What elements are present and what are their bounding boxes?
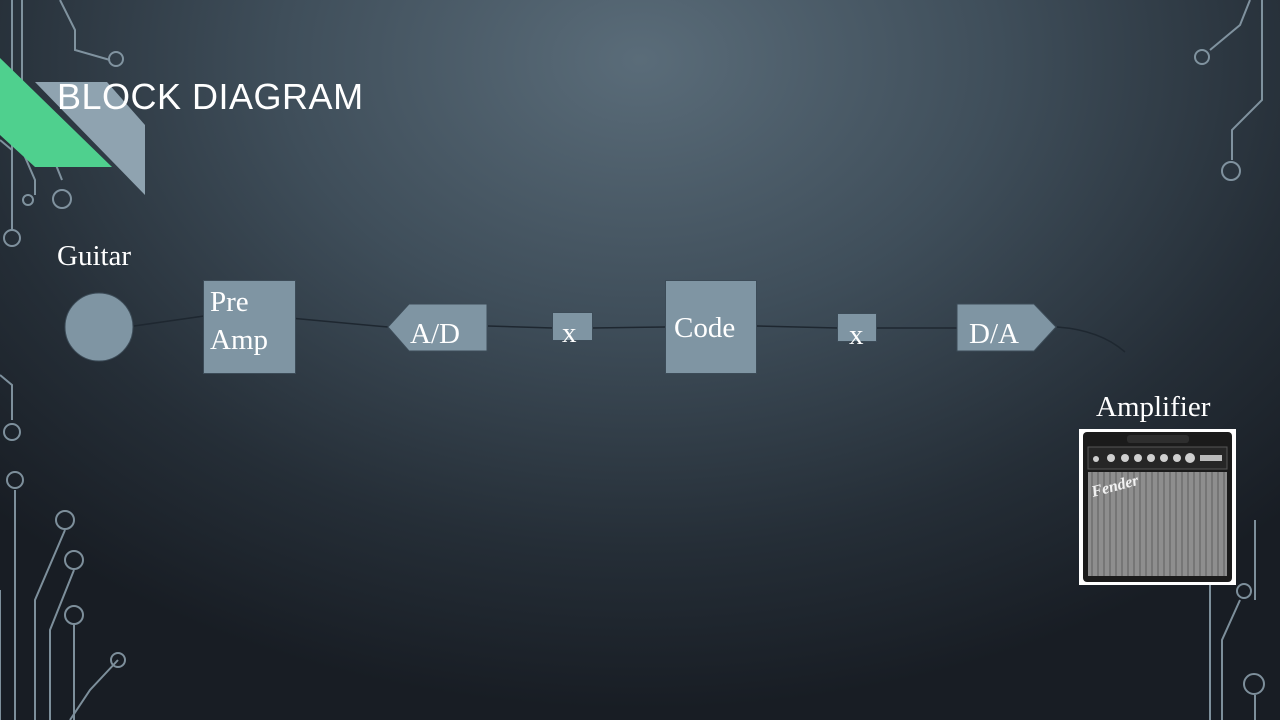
ad-converter-block (387, 303, 488, 352)
connector-preamp-ad (289, 317, 389, 328)
connector-da-amplifier (1056, 326, 1126, 353)
guitar-node (64, 292, 134, 362)
code-label: Code (674, 312, 736, 344)
da-converter-block (956, 303, 1057, 352)
multiplier-2-label: x (849, 319, 864, 351)
guitar-label: Guitar (57, 240, 132, 272)
slide-title: BLOCK DIAGRAM (57, 76, 364, 117)
preamp-label-line1: Pre (210, 286, 249, 318)
corner-accent (0, 58, 145, 195)
connector-mult1-code (591, 326, 666, 329)
connector-guitar-preamp (133, 315, 205, 327)
connector-ad-mult1 (487, 325, 554, 329)
amplifier-image: Fender (1079, 429, 1236, 585)
code-block: Code (665, 280, 757, 374)
ad-label: A/D (410, 318, 460, 350)
left-circuit-traces (0, 0, 126, 720)
multiplier-1-label: x (562, 317, 577, 349)
amplifier-label: Amplifier (1096, 391, 1211, 423)
multiplier-block-2: x (837, 313, 877, 351)
connector-code-mult2 (756, 325, 839, 329)
preamp-label-line2: Amp (210, 324, 268, 356)
preamp-block: Pre Amp (203, 280, 296, 374)
right-circuit-traces (1194, 0, 1265, 720)
da-label: D/A (969, 318, 1019, 350)
multiplier-block-1: x (552, 312, 593, 349)
